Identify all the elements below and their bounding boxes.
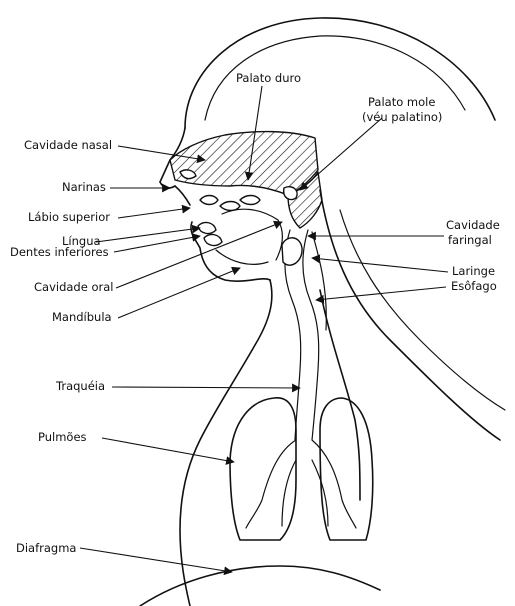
lower-teeth	[198, 223, 222, 246]
airway	[282, 230, 326, 440]
arrow-diafragma	[80, 548, 232, 572]
arrow-pulmoes	[102, 438, 234, 462]
diaphragm-line	[140, 566, 380, 606]
left-lung-outline	[230, 398, 296, 540]
esophagus-line	[312, 232, 326, 330]
upper-teeth	[200, 196, 260, 211]
arrow-mandibula	[118, 268, 240, 318]
arrow-cavidade-oral	[116, 222, 282, 288]
trachea-back-wall	[303, 230, 319, 440]
bronchi	[246, 440, 356, 528]
upper-lip-outline	[175, 186, 190, 205]
oral-region	[216, 209, 282, 264]
label-esofago: Esôfago	[451, 279, 497, 293]
arrow-dentes-inferiores	[114, 236, 200, 252]
skull-outline	[185, 18, 495, 128]
label-palato-mole-line2: (véu palatino)	[362, 110, 442, 124]
arrow-labio-superior	[118, 208, 190, 218]
label-laringe: Laringe	[452, 264, 495, 278]
uvula	[284, 187, 297, 200]
label-labio-superior: Lábio superior	[28, 210, 110, 224]
lower-tooth-2	[204, 235, 222, 246]
label-traqueia: Traquéia	[55, 379, 105, 393]
arrow-traqueia	[112, 387, 300, 388]
nostril-outline	[160, 182, 175, 188]
upper-tooth-3	[240, 196, 260, 205]
mouth-floor-line	[216, 250, 268, 264]
label-dentes-inferiores: Dentes inferiores	[10, 245, 109, 259]
label-cavidade-faringal-line1: Cavidade	[446, 218, 500, 232]
upper-tooth-1	[200, 196, 218, 205]
nasal-cavity-region	[170, 132, 322, 228]
epiglottis	[282, 238, 302, 265]
lower-tooth-1	[198, 223, 216, 234]
lungs	[230, 398, 373, 540]
label-pulmoes: Pulmões	[38, 430, 87, 444]
label-diafragma: Diafragma	[16, 541, 76, 555]
label-cavidade-faringal-line2: faringal	[448, 233, 492, 247]
label-cavidade-nasal: Cavidade nasal	[24, 138, 112, 152]
chest-front-line	[180, 280, 272, 606]
label-cavidade-oral: Cavidade oral	[34, 280, 113, 294]
label-palato-mole-line1: Palato mole	[368, 95, 435, 109]
arrow-lingua	[96, 228, 200, 242]
label-mandibula: Mandíbula	[52, 310, 112, 324]
arrow-laringe	[312, 258, 448, 272]
label-palato-duro: Palato duro	[236, 71, 301, 85]
nasal-cavity-hatch	[170, 132, 318, 195]
label-narinas: Narinas	[62, 180, 106, 194]
arrow-esofago	[316, 287, 446, 300]
tongue-outline	[222, 209, 282, 260]
body-outline	[160, 18, 505, 606]
